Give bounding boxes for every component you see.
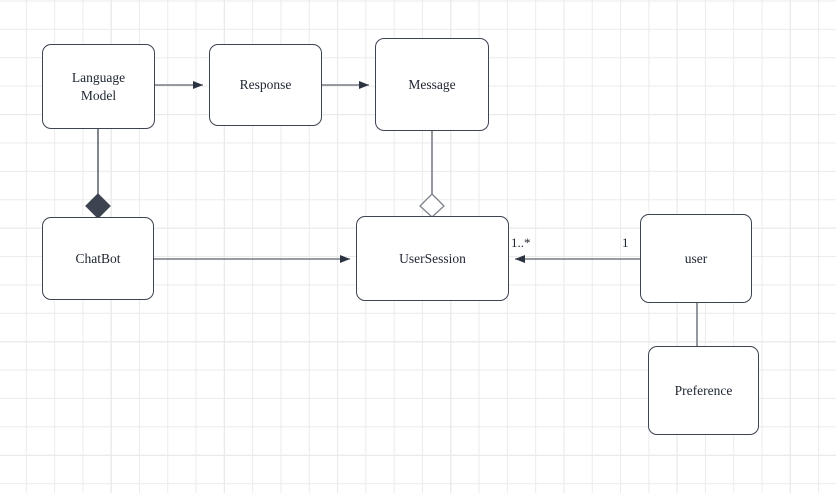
filled-diamond-icon xyxy=(85,193,111,219)
node-label: user xyxy=(684,250,708,266)
node-user-session[interactable]: UserSession xyxy=(356,216,509,301)
node-user[interactable]: user xyxy=(640,214,752,303)
node-preference[interactable]: Preference xyxy=(648,346,759,435)
node-label: Response xyxy=(239,77,292,93)
node-message[interactable]: Message xyxy=(375,38,489,131)
edge-language-model-to-chatbot xyxy=(85,129,111,219)
node-label: ChatBot xyxy=(75,250,121,266)
node-response[interactable]: Response xyxy=(209,44,322,126)
multiplicity-label-user: 1 xyxy=(622,235,629,250)
hollow-diamond-icon xyxy=(419,193,445,218)
node-label: UserSession xyxy=(399,250,466,266)
node-label: Message xyxy=(408,76,456,92)
edge-message-to-usersession xyxy=(419,131,445,218)
node-chatbot[interactable]: ChatBot xyxy=(42,217,154,300)
node-label: Language Model xyxy=(71,70,126,103)
node-language-model[interactable]: Language Model xyxy=(42,44,155,129)
node-label: Preference xyxy=(674,382,733,398)
multiplicity-label-user-session: 1..* xyxy=(511,235,531,250)
